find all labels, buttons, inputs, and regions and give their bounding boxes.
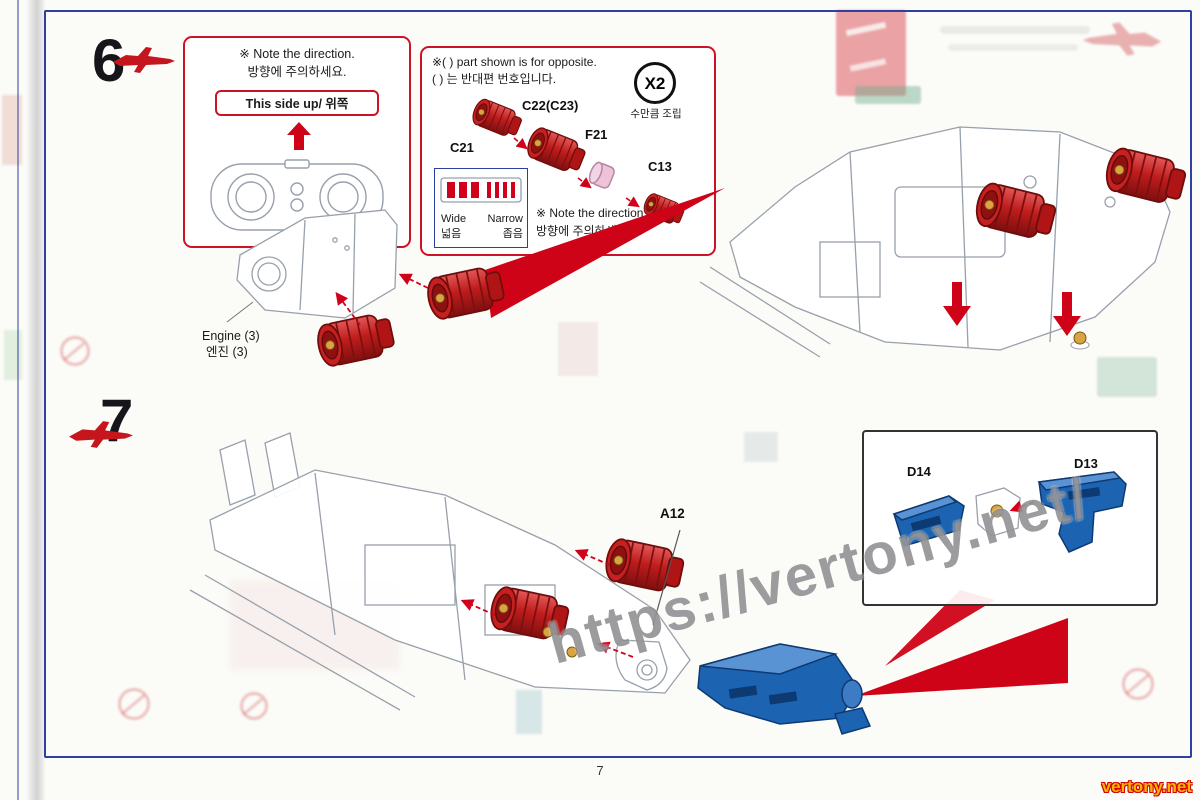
part-label-d14: D14 bbox=[907, 464, 931, 479]
parts-diagram bbox=[469, 96, 687, 228]
bleedthrough-block bbox=[2, 95, 22, 165]
fuselage-diagram-step7 bbox=[189, 432, 691, 711]
engine-label-en: Engine (3) bbox=[202, 329, 260, 343]
step7-jet-icon bbox=[69, 421, 133, 448]
detail-box-diagram bbox=[892, 471, 1127, 553]
part-label-c13: C13 bbox=[648, 159, 672, 174]
part-top-view-diagram bbox=[210, 159, 384, 231]
part-label-c22: C22(C23) bbox=[522, 98, 579, 113]
wide-label-en: Wide bbox=[441, 213, 467, 225]
part-label-d13: D13 bbox=[1074, 456, 1098, 471]
quantity-badge: X2 bbox=[634, 62, 676, 104]
direction-note-box: ※ Note the direction. 방향에 주의하세요. This si… bbox=[183, 36, 411, 248]
narrow-label-en: Narrow bbox=[487, 213, 523, 225]
opposite-note-text-kr: ( ) 는 반대편 번호입니다. bbox=[432, 72, 557, 86]
direction-note2-en: ※ Note the direction. bbox=[536, 206, 647, 220]
part-label-f21: F21 bbox=[585, 127, 608, 142]
fuselage-diagram-step6 bbox=[699, 126, 1189, 358]
engine-assembly-diagram bbox=[226, 188, 725, 369]
wide-narrow-box: Wide 넓음 Narrow 좁음 bbox=[434, 168, 528, 248]
this-side-up-box: This side up/ 위쪽 bbox=[215, 90, 379, 116]
detail-box: D14 D13 bbox=[862, 430, 1158, 606]
quantity-label: X2 bbox=[644, 74, 666, 93]
this-side-up-label: This side up/ 위쪽 bbox=[245, 97, 349, 111]
up-arrow-icon bbox=[287, 122, 311, 150]
blue-part-diagram bbox=[697, 590, 1068, 735]
step7-number: 7 bbox=[100, 387, 133, 454]
page-number: 7 bbox=[596, 763, 604, 778]
ridge-part-diagram bbox=[440, 177, 522, 203]
quantity-caption: 수만큼 조립 bbox=[630, 108, 682, 120]
bleedthrough-block bbox=[4, 330, 22, 380]
part-label-c21: C21 bbox=[450, 140, 474, 155]
direction-note-text-kr: 방향에 주의하세요. bbox=[247, 65, 347, 79]
opposite-note-box: ※( ) part shown is for opposite. ( ) 는 반… bbox=[420, 46, 716, 256]
step6-jet-icon bbox=[113, 47, 175, 73]
opposite-note-text-en: ※( ) part shown is for opposite. bbox=[432, 55, 597, 69]
page-frame bbox=[44, 10, 1192, 758]
adjacent-page-edge bbox=[17, 0, 19, 800]
narrow-label-kr: 좁음 bbox=[502, 228, 523, 240]
gutter-shadow bbox=[26, 0, 46, 800]
part-label-a12: A12 bbox=[660, 506, 685, 521]
engine-label-kr: 엔진 (3) bbox=[206, 345, 248, 359]
site-brand: vertony.net bbox=[1101, 777, 1192, 796]
direction-note-text-en: ※ Note the direction. bbox=[239, 47, 355, 61]
wide-label-kr: 넓음 bbox=[441, 228, 462, 240]
